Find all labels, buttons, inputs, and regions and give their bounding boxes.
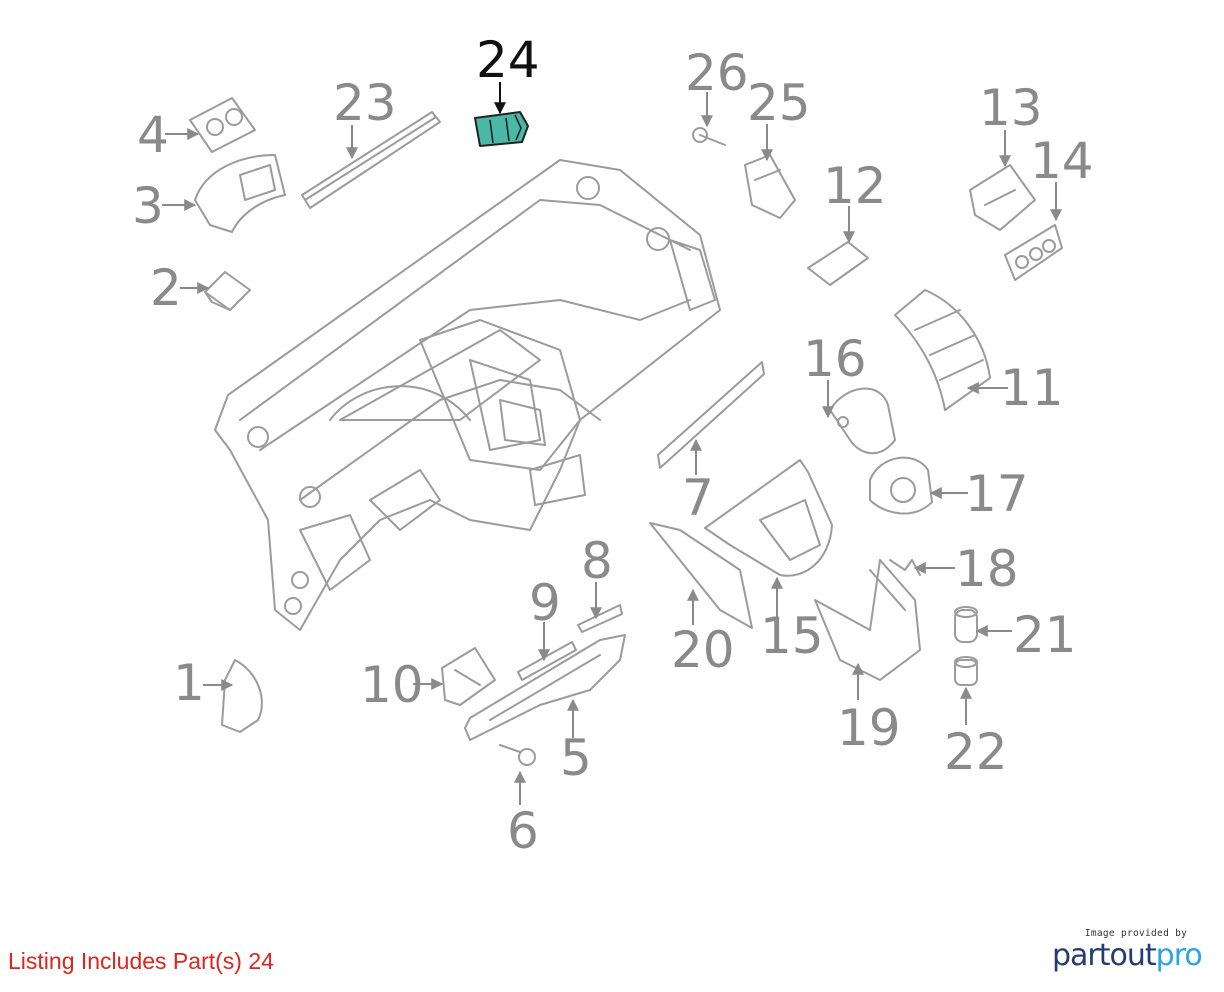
- part-5-lower-bracket: [464, 634, 626, 741]
- callout-15: 15: [760, 607, 824, 665]
- callout-16: 16: [803, 330, 867, 388]
- part-24-highlighted-module: [474, 111, 529, 147]
- callout-3: 3: [132, 177, 164, 235]
- part-15-center-console-bezel: [704, 459, 833, 577]
- callout-13: 13: [979, 79, 1043, 137]
- part-23-defroster-grille: [301, 111, 441, 209]
- callout-17: 17: [965, 465, 1029, 523]
- part-1-end-cover: [221, 659, 263, 733]
- part-17-knob: [869, 456, 933, 515]
- callout-14: 14: [1030, 132, 1094, 190]
- callout-21: 21: [1013, 606, 1077, 664]
- part-25-vent: [744, 154, 796, 219]
- part-22-socket: [954, 656, 978, 686]
- part-12-clip: [807, 241, 869, 286]
- callout-5: 5: [560, 729, 592, 787]
- brand-name-part-b: pro: [1155, 938, 1203, 973]
- callout-labels: 1 2 3 4 5 6 7 8 9 10 11 12 13 14 15 16 1…: [132, 31, 1094, 860]
- part-14-control-panel: [1004, 224, 1063, 281]
- callout-10: 10: [360, 656, 424, 714]
- part-8-clip: [577, 604, 623, 633]
- part-19-console-trim: [814, 559, 921, 681]
- callout-22: 22: [944, 723, 1008, 781]
- callout-8: 8: [581, 532, 613, 590]
- part-7-trim-strip: [657, 361, 765, 469]
- part-13-switch-housing: [969, 164, 1036, 231]
- provider-brand: Image provided by partoutpro: [1052, 928, 1212, 973]
- callout-6: 6: [507, 802, 539, 860]
- callout-20: 20: [671, 621, 735, 679]
- part-21-plug: [954, 606, 978, 643]
- callout-25: 25: [747, 74, 811, 132]
- callout-18: 18: [955, 540, 1019, 598]
- callout-24: 24: [476, 31, 540, 89]
- part-10-bracket: [441, 647, 496, 706]
- partoutpro-logo: partoutpro: [1052, 939, 1212, 973]
- part-20-side-trim: [649, 522, 753, 629]
- listing-includes-note: Listing Includes Part(s) 24: [8, 948, 274, 974]
- part-6-bolt: [499, 744, 536, 766]
- callout-12: 12: [823, 157, 887, 215]
- callout-11: 11: [1000, 359, 1064, 417]
- callout-9: 9: [529, 574, 561, 632]
- part-4-vent-grille: [189, 97, 256, 153]
- callout-4: 4: [137, 106, 169, 164]
- brand-name-part-a: partout: [1052, 938, 1157, 973]
- brand-caption: Image provided by: [1084, 928, 1188, 939]
- callout-23: 23: [333, 74, 397, 132]
- instrument-panel: [214, 159, 721, 631]
- callout-7: 7: [682, 469, 714, 527]
- callout-2: 2: [150, 259, 182, 317]
- part-2-clip: [204, 271, 251, 311]
- callout-19: 19: [837, 699, 901, 757]
- part-11-center-vent: [894, 289, 991, 411]
- part-9-strip: [517, 641, 577, 681]
- callout-1: 1: [173, 654, 205, 712]
- leader-lines: [162, 82, 1062, 805]
- part-26-bolt: [692, 127, 726, 146]
- part-3-side-vent: [194, 154, 286, 233]
- part-16-knob-bezel: [829, 387, 896, 455]
- callout-26: 26: [685, 44, 749, 102]
